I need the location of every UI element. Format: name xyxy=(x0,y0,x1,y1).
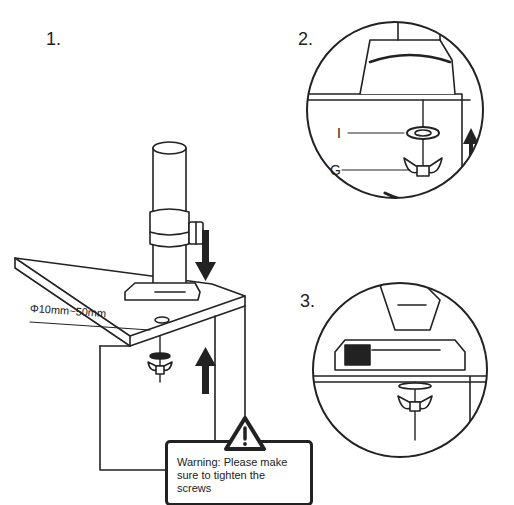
desk xyxy=(15,258,245,470)
part-label: G xyxy=(330,163,341,177)
desk-hole xyxy=(155,317,169,323)
step-number: 1. xyxy=(46,30,61,48)
warning-text: Warning: Please make sure to tighten the… xyxy=(177,456,302,496)
step-number: 3. xyxy=(300,292,315,310)
detail-view xyxy=(300,18,479,210)
step-number: 2. xyxy=(298,30,313,48)
part-label: I xyxy=(337,126,341,140)
warning-box: Warning: Please make sure to tighten the… xyxy=(165,440,313,505)
mount-pole xyxy=(125,142,203,300)
dimension-line xyxy=(30,322,150,330)
wing-nut xyxy=(148,336,172,382)
direction-arrow xyxy=(195,230,216,394)
